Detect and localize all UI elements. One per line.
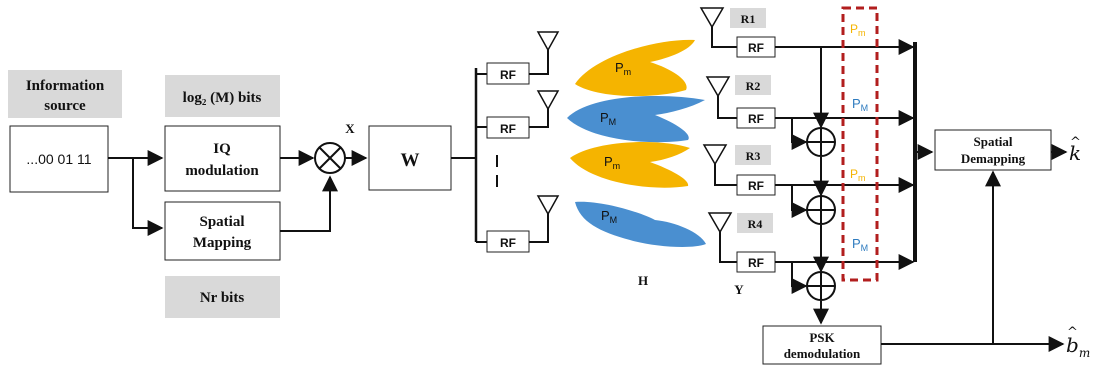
psk-demodulation-block xyxy=(762,325,882,365)
power-label-1: Pm xyxy=(850,22,866,38)
tx-antenna-2-icon xyxy=(536,90,560,111)
power-label-3: Pm xyxy=(850,167,866,183)
output-b-label: bm xyxy=(1066,333,1090,360)
nr-bits-box xyxy=(165,276,280,318)
output-k-hat: ^ xyxy=(1070,135,1081,150)
power-label-2: PM xyxy=(852,96,868,113)
rx-antenna-2-icon xyxy=(705,76,731,98)
bits-box xyxy=(9,125,109,193)
r3-label: R3 xyxy=(746,149,761,163)
power-label-4: PM xyxy=(852,236,868,253)
multiplier-cross-b xyxy=(318,146,342,170)
iq-line-2: modulation xyxy=(185,163,259,179)
rx-rf-4-label: RF xyxy=(748,256,764,270)
adder-3-icon xyxy=(806,271,836,301)
rx-rf-3-label: RF xyxy=(748,179,764,193)
tx-rf-3-label: RF xyxy=(500,236,516,250)
y-label: Y xyxy=(734,282,744,297)
r4-label: R4 xyxy=(748,217,763,231)
r2-badge xyxy=(735,75,771,95)
output-k-label: k xyxy=(1069,141,1081,165)
r1-badge xyxy=(730,8,766,28)
tx-antenna-3-icon xyxy=(536,195,560,216)
channel-label: H xyxy=(638,273,648,288)
beam-lobe-2 xyxy=(567,95,705,143)
r4-badge xyxy=(737,213,773,233)
rx-antenna-3-icon xyxy=(702,144,728,166)
nr-bits-label: Nr bits xyxy=(200,290,244,306)
r1-label: R1 xyxy=(741,12,756,26)
precoder-label: W xyxy=(401,150,420,171)
rx-rf-2-label: RF xyxy=(748,112,764,126)
information-source-label-2: source xyxy=(44,98,86,114)
rx-antenna-4-icon xyxy=(707,212,733,234)
tx-antenna-1-icon xyxy=(536,31,560,52)
tx-rf-2-label: RF xyxy=(500,122,516,136)
lobe-4-label: PM xyxy=(601,208,617,225)
psk-line-2: demodulation xyxy=(784,346,861,361)
rx-antenna-1-icon xyxy=(699,7,725,29)
arrow-source-spatial xyxy=(132,158,164,236)
lobe-2-label: PM xyxy=(600,110,616,127)
rx-rf-1-label: RF xyxy=(748,41,764,55)
lobe-1-label: Pm xyxy=(615,60,631,77)
iq-line-1: IQ xyxy=(213,141,231,157)
bits-text: ...00 01 11 xyxy=(26,151,91,167)
r2-label: R2 xyxy=(746,79,761,93)
x-label: X xyxy=(345,121,355,136)
demap-line-2: Demapping xyxy=(961,151,1026,166)
power-selection-box xyxy=(841,6,879,282)
iq-header-box xyxy=(165,75,280,117)
spatial-mapping-block xyxy=(164,201,281,261)
adder-2-icon xyxy=(806,195,836,225)
spatial-line-1: Spatial xyxy=(199,214,244,230)
psk-line-1: PSK xyxy=(809,330,835,345)
adder-1-icon xyxy=(806,127,836,157)
demap-line-1: Spatial xyxy=(973,134,1012,149)
spatial-line-2: Mapping xyxy=(193,235,252,251)
information-source-label-1: Information xyxy=(26,78,105,94)
arrow-spatial-mixer xyxy=(280,175,338,232)
tx-rf-1-label: RF xyxy=(500,68,516,82)
iq-header: log₂ (M) bits xyxy=(183,90,262,106)
lobe-3-label: Pm xyxy=(604,154,620,171)
beam-lobe-4 xyxy=(575,201,706,247)
beam-lobe-1 xyxy=(575,39,695,97)
r3-badge xyxy=(735,145,771,165)
beam-lobe-3 xyxy=(570,142,690,188)
output-b-hat: ^ xyxy=(1067,325,1078,340)
spatial-demapping-block xyxy=(934,129,1052,171)
iq-modulation-block xyxy=(164,125,281,192)
precoder-block xyxy=(368,125,452,191)
information-source-header xyxy=(8,70,122,118)
